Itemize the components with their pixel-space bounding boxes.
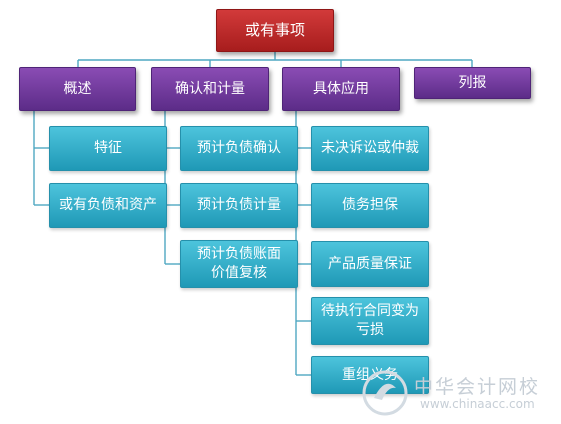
- leaf-recognition-confirm: 预计负债确认: [180, 126, 298, 171]
- root-node: 或有事项: [216, 9, 334, 52]
- leaf-application-guarantee: 债务担保: [311, 183, 429, 228]
- branch-application: 具体应用: [282, 67, 400, 111]
- watermark-url: www.chinaacc.com: [420, 397, 535, 411]
- branch-overview: 概述: [19, 67, 136, 111]
- leaf-application-litigation: 未决诉讼或仲裁: [311, 126, 429, 171]
- leaf-application-restructuring: 重组义务: [311, 356, 429, 394]
- leaf-application-warranty: 产品质量保证: [311, 241, 429, 287]
- leaf-recognition-measure: 预计负债计量: [180, 183, 298, 228]
- leaf-overview-contingent: 或有负债和资产: [49, 183, 167, 228]
- watermark-name: 中华会计网校: [414, 376, 541, 398]
- branch-recognition: 确认和计量: [151, 67, 269, 111]
- leaf-recognition-review: 预计负债账面价值复核: [180, 240, 298, 288]
- leaf-application-onerous: 待执行合同变为亏损: [311, 297, 429, 345]
- leaf-overview-features: 特征: [49, 126, 167, 171]
- watermark-logo-icon: [362, 370, 408, 416]
- branch-reporting: 列报: [414, 67, 531, 99]
